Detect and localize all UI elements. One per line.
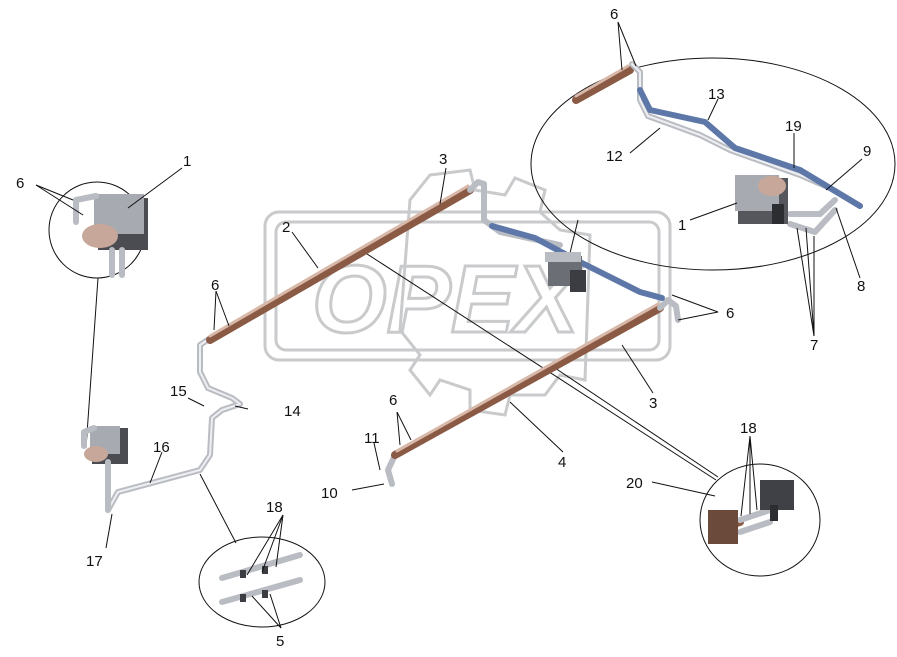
pipe-lower-copper <box>385 297 681 487</box>
callout-14: 14 <box>284 403 301 420</box>
callout-20: 20 <box>626 475 643 492</box>
callout-8: 8 <box>857 278 865 295</box>
callout-17: 17 <box>86 553 103 570</box>
watermark-text: OPEX <box>312 246 584 353</box>
callout-11: 11 <box>364 430 380 447</box>
callout-18: 18 <box>740 420 757 437</box>
callout-4: 4 <box>558 454 566 471</box>
callout-6: 6 <box>726 305 734 322</box>
callout-1: 1 <box>678 217 686 234</box>
callout-10: 10 <box>321 485 338 502</box>
detail-circle-top-right <box>530 57 896 271</box>
callout-19: 19 <box>785 118 802 135</box>
detail-circle-bottom-right <box>699 463 821 577</box>
callout-6: 6 <box>610 6 618 23</box>
pipe-upper-copper <box>206 179 563 344</box>
callout-13: 13 <box>708 86 725 103</box>
heater-unit-detail-left <box>73 193 148 278</box>
callout-1: 1 <box>183 153 191 170</box>
pipe-left-run <box>105 332 243 513</box>
detail-top-right-assembly <box>572 61 863 235</box>
callout-6: 6 <box>211 277 219 294</box>
opex-watermark: OPEX <box>263 168 672 417</box>
leader-lines <box>35 21 863 629</box>
heater-unit-lower-left <box>81 425 128 513</box>
heater-unit-middle <box>545 252 586 292</box>
callout-3: 3 <box>649 395 657 412</box>
callout-9: 9 <box>863 143 871 160</box>
callout-2: 2 <box>282 219 290 236</box>
detail-bracket <box>708 480 794 544</box>
callout-3: 3 <box>439 151 447 168</box>
callout-5: 5 <box>276 633 284 650</box>
callout-12: 12 <box>606 148 623 165</box>
callout-7: 7 <box>810 337 818 354</box>
callout-labels: 6 1 3 2 6 15 14 16 17 18 5 11 10 6 4 3 6… <box>16 6 871 650</box>
callout-6: 6 <box>16 175 24 192</box>
callout-16: 16 <box>153 439 170 456</box>
callout-18: 18 <box>266 499 283 516</box>
callout-6: 6 <box>389 392 397 409</box>
callout-15: 15 <box>170 383 187 400</box>
detail-circle-bottom-left <box>198 536 326 628</box>
detail-clamps <box>219 552 303 605</box>
